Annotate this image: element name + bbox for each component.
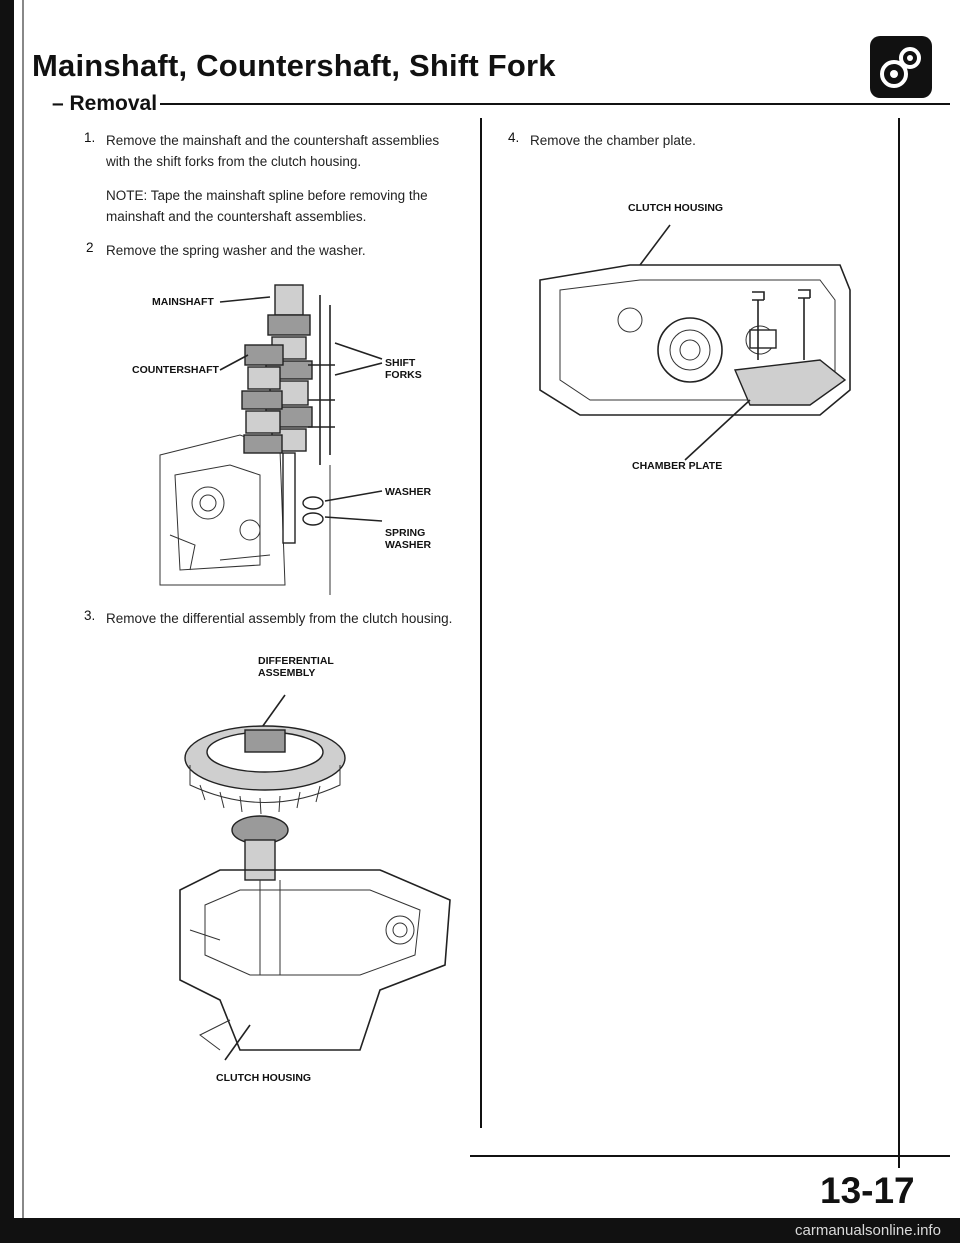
subtitle-rule bbox=[160, 103, 950, 105]
label-countershaft: COUNTERSHAFT bbox=[132, 364, 219, 376]
step-1-number: 1. bbox=[84, 130, 96, 145]
differential-illustration bbox=[160, 690, 480, 1070]
transmission-gear-icon bbox=[870, 36, 932, 98]
column-divider bbox=[480, 118, 482, 1128]
step-1-note: NOTE: Tape the mainshaft spline before r… bbox=[106, 188, 428, 224]
left-margin-line bbox=[22, 0, 24, 1243]
page-number: 13-17 bbox=[820, 1170, 915, 1211]
subtitle-text: Removal bbox=[69, 92, 158, 115]
footer-watermark: carmanualsonline.info bbox=[795, 1222, 941, 1239]
subtitle-dash: – bbox=[52, 92, 70, 115]
step-3-number: 3. bbox=[84, 608, 96, 623]
label-differential-assembly: DIFFERENTIAL ASSEMBLY bbox=[258, 655, 334, 679]
right-margin-line bbox=[898, 118, 900, 1168]
label-chamber-plate: CHAMBER PLATE bbox=[632, 460, 723, 472]
section-subtitle: – Removal bbox=[52, 92, 157, 116]
chamber-plate-illustration bbox=[520, 220, 860, 465]
step-4-number: 4. bbox=[508, 130, 520, 145]
label-spring-washer: SPRING WASHER bbox=[385, 527, 432, 551]
label-shift-forks: SHIFT FORKS bbox=[385, 357, 422, 381]
footer-bar bbox=[0, 1218, 960, 1243]
label-clutch-housing-bottom: CLUTCH HOUSING bbox=[216, 1072, 312, 1084]
page-title: Mainshaft, Countershaft, Shift Fork bbox=[32, 48, 556, 83]
footer-rule-top bbox=[470, 1155, 950, 1157]
label-clutch-housing-top: CLUTCH HOUSING bbox=[628, 202, 724, 214]
step-2-text: Remove the spring washer and the washer. bbox=[106, 243, 366, 258]
label-washer: WASHER bbox=[385, 486, 432, 498]
shafts-illustration bbox=[120, 275, 460, 595]
label-mainshaft: MAINSHAFT bbox=[152, 296, 214, 308]
step-3-text: Remove the differential assembly from th… bbox=[106, 611, 453, 626]
step-4-text: Remove the chamber plate. bbox=[530, 133, 696, 148]
left-margin-bar bbox=[0, 0, 14, 1243]
step-2-number: 2 bbox=[86, 240, 94, 255]
step-1-text: Remove the mainshaft and the countershaf… bbox=[106, 133, 440, 169]
